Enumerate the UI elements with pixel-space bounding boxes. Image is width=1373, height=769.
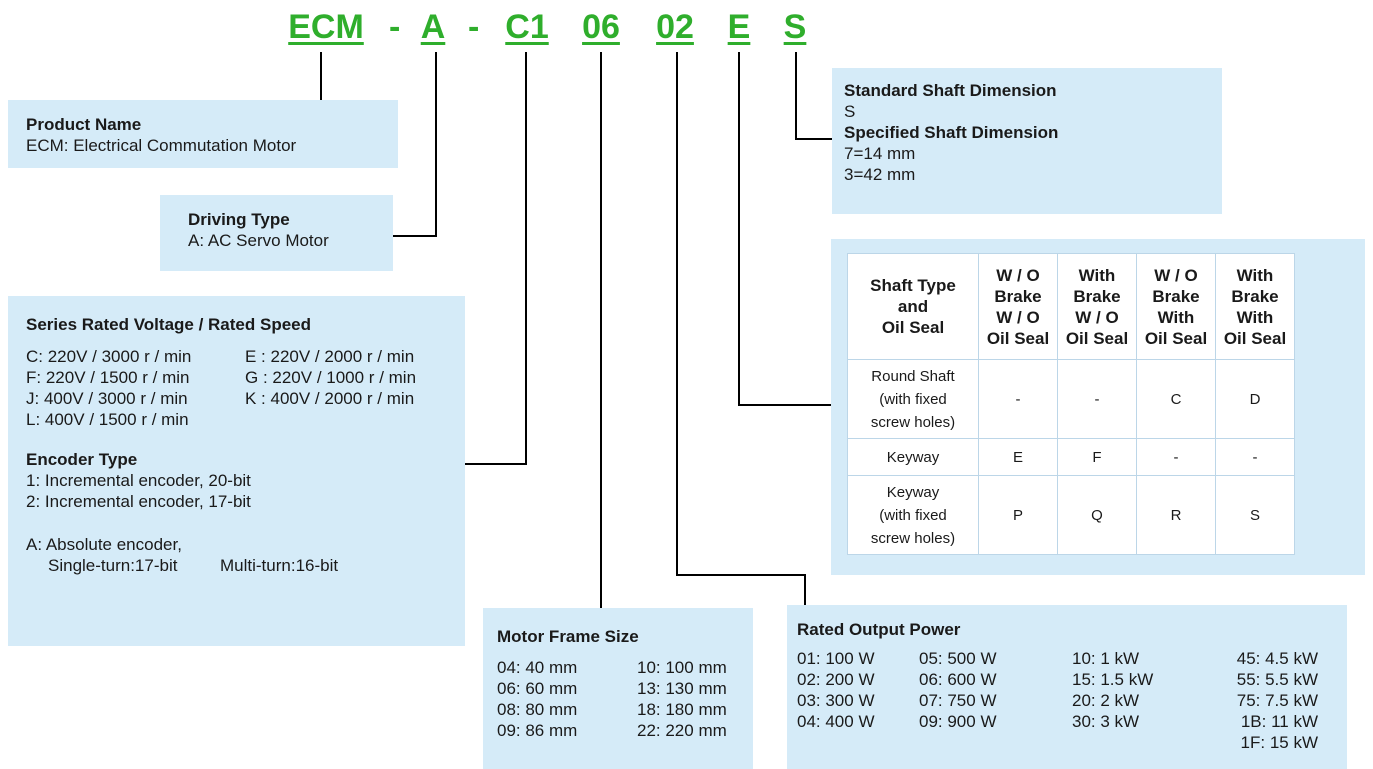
series-item: J: 400V / 3000 r / min xyxy=(26,388,245,409)
seal-cell: F xyxy=(1058,439,1137,476)
output-power-item: 15: 1.5 kW xyxy=(1072,669,1208,690)
seal-row-label: Keyway xyxy=(848,439,979,476)
seal-cell: - xyxy=(1137,439,1216,476)
output-power-item: 02: 200 W xyxy=(797,669,919,690)
seal-cell: S xyxy=(1216,476,1295,555)
driving-type-text: A: AC Servo Motor xyxy=(188,231,329,250)
spec-shaft-value: 3=42 mm xyxy=(844,164,1222,185)
output-power-item: 1F: 15 kW xyxy=(1208,732,1318,753)
output-power-item: 30: 3 kW xyxy=(1072,711,1208,732)
code-shaft: E xyxy=(725,6,753,48)
encoder-abs-single: Single-turn:17-bit xyxy=(48,555,220,576)
seal-cell: - xyxy=(1058,360,1137,439)
output-power-title: Rated Output Power xyxy=(797,619,1347,640)
encoder-abs-multi: Multi-turn:16-bit xyxy=(220,555,338,576)
encoder-item: 2: Incremental encoder, 17-bit xyxy=(26,491,465,512)
connector-product xyxy=(320,52,322,100)
frame-size-title: Motor Frame Size xyxy=(497,626,753,647)
seal-cell: D xyxy=(1216,360,1295,439)
series-item: E : 220V / 2000 r / min xyxy=(245,346,414,367)
output-power-item: 20: 2 kW xyxy=(1072,690,1208,711)
series-item: C: 220V / 3000 r / min xyxy=(26,346,245,367)
connector-series xyxy=(525,52,527,465)
driving-type-box: Driving Type A: AC Servo Motor xyxy=(160,195,393,271)
std-shaft-title: Standard Shaft Dimension xyxy=(844,80,1222,101)
encoder-item: A: Absolute encoder, xyxy=(26,534,465,555)
std-shaft-value: S xyxy=(844,101,1222,122)
frame-size-item: 13: 130 mm xyxy=(637,678,727,699)
seal-cell: C xyxy=(1137,360,1216,439)
connector-power xyxy=(676,52,678,576)
connector-driving xyxy=(435,52,437,236)
frame-size-box: Motor Frame Size 04: 40 mm 06: 60 mm 08:… xyxy=(483,608,753,769)
code-driving: A xyxy=(417,6,449,48)
code-shaft-dim: S xyxy=(781,6,809,48)
product-name-box: Product Name ECM: Electrical Commutation… xyxy=(8,100,398,168)
seal-cell: E xyxy=(979,439,1058,476)
output-power-box: Rated Output Power 01: 100 W 02: 200 W 0… xyxy=(787,605,1347,769)
series-item: G : 220V / 1000 r / min xyxy=(245,367,416,388)
seal-cell: - xyxy=(1216,439,1295,476)
output-power-item: 05: 500 W xyxy=(919,648,1072,669)
output-power-item: 03: 300 W xyxy=(797,690,919,711)
output-power-item: 01: 100 W xyxy=(797,648,919,669)
series-title: Series Rated Voltage / Rated Speed xyxy=(26,314,465,335)
spec-shaft-title: Specified Shaft Dimension xyxy=(844,122,1222,143)
encoder-title: Encoder Type xyxy=(26,449,465,470)
series-item: K : 400V / 2000 r / min xyxy=(245,388,414,409)
output-power-item: 55: 5.5 kW xyxy=(1208,669,1318,690)
series-box: Series Rated Voltage / Rated Speed C: 22… xyxy=(8,296,465,646)
output-power-item: 75: 7.5 kW xyxy=(1208,690,1318,711)
output-power-item: 10: 1 kW xyxy=(1072,648,1208,669)
code-series: C1 xyxy=(499,6,555,48)
frame-size-item: 10: 100 mm xyxy=(637,657,727,678)
output-power-item: 07: 750 W xyxy=(919,690,1072,711)
output-power-item: 06: 600 W xyxy=(919,669,1072,690)
product-name-title: Product Name xyxy=(26,114,398,135)
spec-shaft-value: 7=14 mm xyxy=(844,143,1222,164)
output-power-item: 09: 900 W xyxy=(919,711,1072,732)
frame-size-item: 06: 60 mm xyxy=(497,678,637,699)
seal-cell: - xyxy=(979,360,1058,439)
encoder-item: 1: Incremental encoder, 20-bit xyxy=(26,470,465,491)
code-separator-2: - xyxy=(468,6,479,48)
motor-image xyxy=(1005,0,1335,40)
code-separator-1: - xyxy=(389,6,400,48)
code-power: 02 xyxy=(653,6,697,48)
code-product: ECM xyxy=(286,6,366,48)
frame-size-item: 22: 220 mm xyxy=(637,720,727,741)
frame-size-item: 18: 180 mm xyxy=(637,699,727,720)
product-name-text: ECM: Electrical Commutation Motor xyxy=(26,136,296,155)
series-item: L: 400V / 1500 r / min xyxy=(26,409,245,430)
seal-cell: P xyxy=(979,476,1058,555)
output-power-item: 45: 4.5 kW xyxy=(1208,648,1318,669)
connector-shaft-dim xyxy=(795,52,797,140)
code-frame: 06 xyxy=(579,6,623,48)
seal-cell: Q xyxy=(1058,476,1137,555)
output-power-item: 1B: 11 kW xyxy=(1208,711,1318,732)
output-power-item: 04: 400 W xyxy=(797,711,919,732)
shaft-dimension-box: Standard Shaft Dimension S Specified Sha… xyxy=(832,68,1222,214)
series-item: F: 220V / 1500 r / min xyxy=(26,367,245,388)
frame-size-item: 08: 80 mm xyxy=(497,699,637,720)
connector-frame xyxy=(600,52,602,608)
driving-type-title: Driving Type xyxy=(188,209,393,230)
seal-cell: R xyxy=(1137,476,1216,555)
frame-size-item: 04: 40 mm xyxy=(497,657,637,678)
frame-size-item: 09: 86 mm xyxy=(497,720,637,741)
connector-seal xyxy=(738,52,740,406)
seal-table-row: Keyway E F - - xyxy=(848,439,1295,476)
